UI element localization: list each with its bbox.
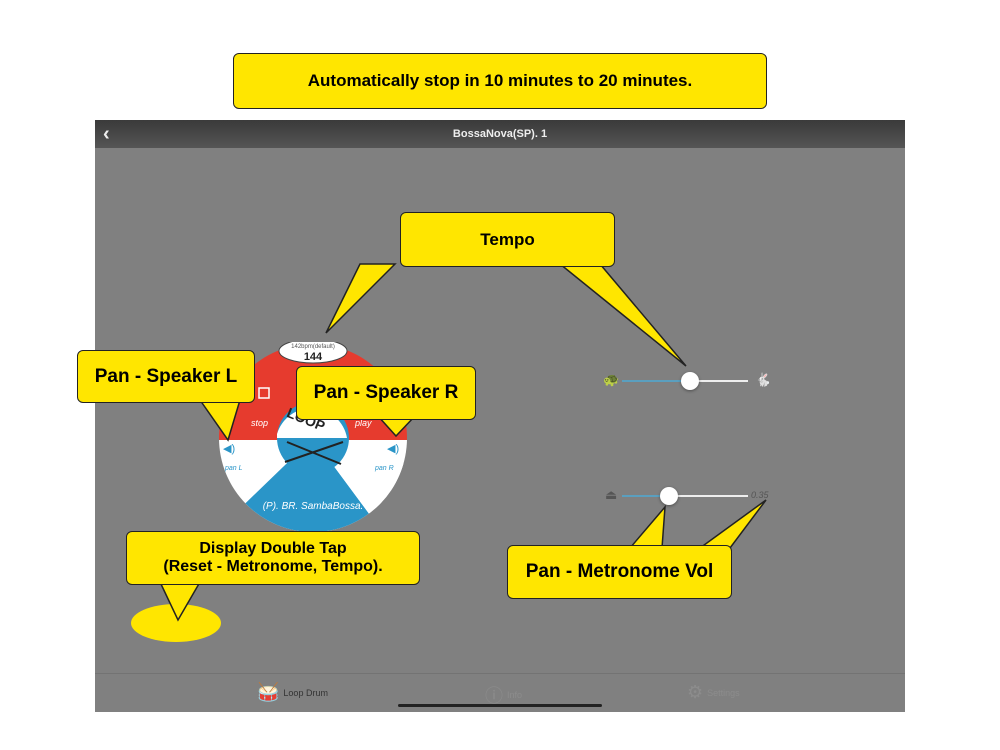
tempo-slider[interactable] [622,372,748,390]
tab-loop-drum[interactable]: 🥁 Loop Drum [257,682,328,703]
stop-icon[interactable] [258,387,270,399]
metronome-icon: ⏏ [605,487,618,502]
pattern-name: (P). BR. SambaBossa. [263,501,364,512]
stop-label: stop [251,418,268,428]
auto-stop-callout: Automatically stop in 10 minutes to 20 m… [233,53,767,109]
rabbit-icon: 🐇 [755,372,772,387]
metronome-volume-value: 0.35 [751,490,769,500]
double-tap-line-1: Display Double Tap [199,540,347,557]
metronome-pointer-left [628,504,666,549]
pan-l-pointer [198,399,242,442]
metronome-slider-thumb[interactable] [659,487,678,505]
pan-r-callout: Pan - Speaker R [296,366,476,420]
speaker-left-icon[interactable]: ◀) [223,443,235,455]
tempo-slider-thumb[interactable] [681,372,700,390]
metronome-slider-fill [622,495,669,497]
home-indicator [398,704,602,707]
info-icon: ⓘ [485,686,503,706]
metronome-pointer-right [697,499,767,549]
double-tap-line-2: (Reset - Metronome, Tempo). [163,558,383,575]
loop-wheel[interactable]: stop play ◀) ◀) pan L pan R LOOP (P). BR… [215,342,415,542]
gear-icon: ⚙ [687,682,704,702]
pan-r-label: pan R [374,465,394,472]
pan-l-label: pan L [224,465,243,472]
pan-l-callout: Pan - Speaker L [77,350,255,403]
double-tap-callout: Display Double Tap (Reset - Metronome, T… [126,531,420,585]
tab-label: Info [507,690,523,700]
nav-bar: ‹ BossaNova(SP). 1 [95,120,905,148]
play-label: play [354,418,372,428]
metronome-volume-slider[interactable] [622,487,748,505]
tempo-callout: Tempo [400,212,615,267]
page-title: BossaNova(SP). 1 [452,128,548,140]
tempo-pointer-right [557,263,687,367]
drum-kit-icon: 🥁 [257,682,280,702]
tempo-display[interactable] [278,342,348,364]
tempo-slider-fill [622,380,691,382]
tempo-pointer-left [325,263,397,334]
default-bpm: 142bpm(default) [291,344,335,350]
turtle-icon: 🐢 [603,372,620,387]
tab-label: Loop Drum [283,687,328,698]
back-button[interactable]: ‹ [103,123,110,145]
tempo-value: 144 [304,351,323,363]
tab-settings[interactable]: ⚙ Settings [687,682,740,703]
speaker-right-icon[interactable]: ◀) [387,443,399,455]
tab-bar: 🥁 Loop Drum ⓘ Info ⚙ Settings [95,673,905,713]
tab-info[interactable]: ⓘ Info [485,682,522,708]
metronome-vol-callout: Pan - Metronome Vol [507,545,732,599]
tab-label: Settings [707,687,740,698]
tap-area-marker [131,604,221,642]
